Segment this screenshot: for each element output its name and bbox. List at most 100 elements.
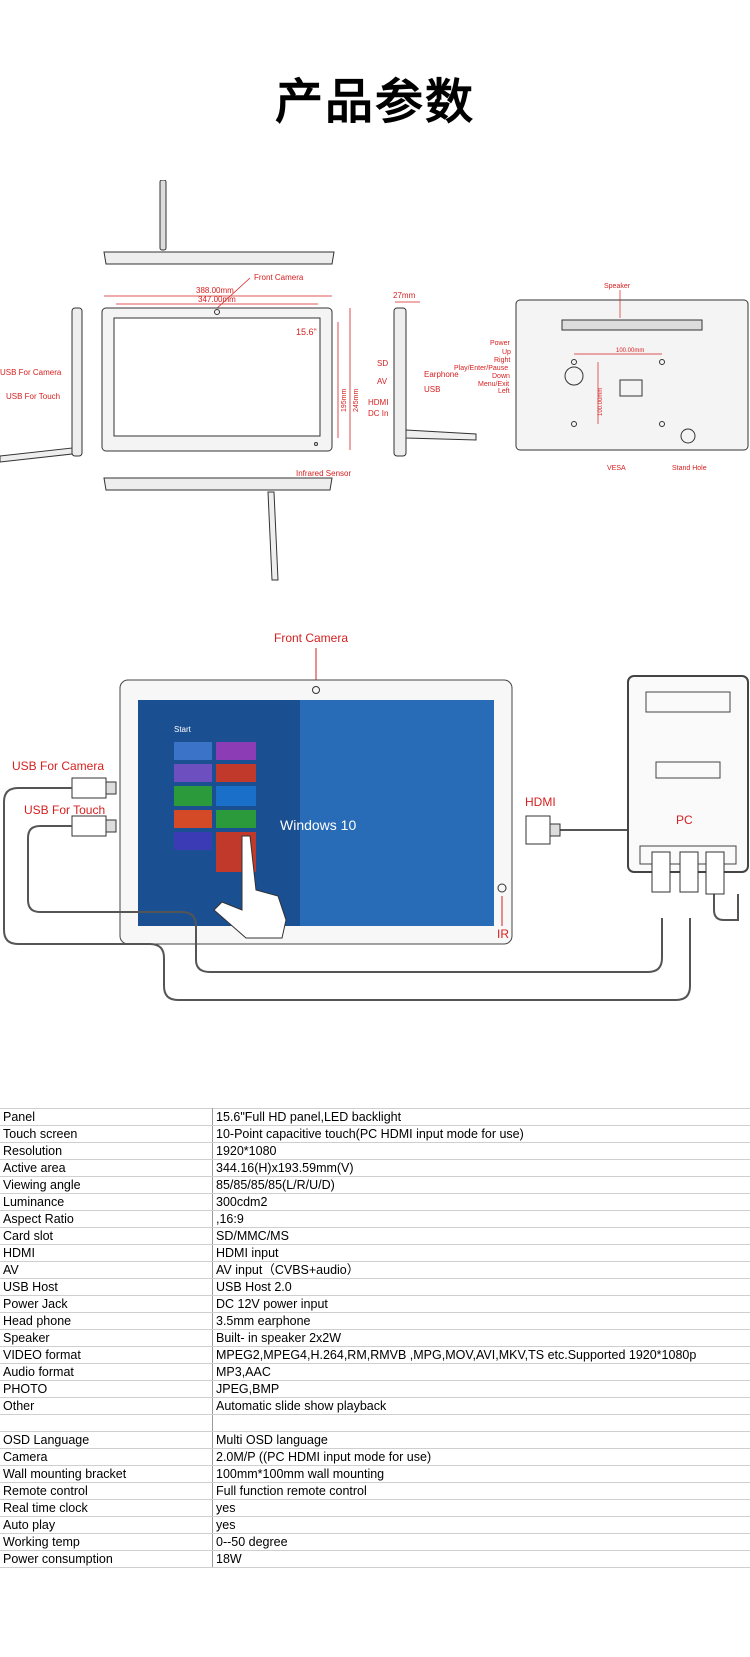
spec-value: AV input（CVBS+audio） bbox=[212, 1261, 750, 1279]
spec-key: Real time clock bbox=[0, 1499, 213, 1517]
spec-key: AV bbox=[0, 1261, 213, 1279]
vesa-height-label: 100.00mm bbox=[598, 388, 604, 416]
ir-sensor bbox=[497, 883, 507, 893]
spec-key: Other bbox=[0, 1397, 213, 1415]
power-label: Power bbox=[490, 340, 511, 347]
spec-value: DC 12V power input bbox=[212, 1295, 750, 1313]
hdmi-callout: HDMI bbox=[525, 795, 556, 809]
spec-value: USB Host 2.0 bbox=[212, 1278, 750, 1296]
height-inner-label: 195mm bbox=[341, 388, 348, 412]
spec-value: 85/85/85/85(L/R/U/D) bbox=[212, 1176, 750, 1194]
spec-key: Head phone bbox=[0, 1312, 213, 1330]
right-label: Right bbox=[494, 357, 510, 364]
spec-value: 300cdm2 bbox=[212, 1193, 750, 1211]
usb-touch-callout: USB For Touch bbox=[24, 803, 105, 817]
hand-icon bbox=[213, 835, 287, 939]
spec-key: Remote control bbox=[0, 1482, 213, 1500]
usb-touch-label: USB For Touch bbox=[6, 392, 60, 401]
usb-camera-plug bbox=[71, 777, 117, 799]
usb-camera-callout: USB For Camera bbox=[12, 759, 104, 773]
top-view bbox=[103, 180, 335, 265]
usb-camera-label: USB For Camera bbox=[0, 368, 62, 377]
windows-label: Windows 10 bbox=[280, 817, 356, 833]
spec-value: Automatic slide show playback bbox=[212, 1397, 750, 1415]
spec-value: 10-Point capacitive touch(PC HDMI input … bbox=[212, 1125, 750, 1143]
spec-key: Power consumption bbox=[0, 1550, 213, 1568]
spec-key: Auto play bbox=[0, 1516, 213, 1534]
usb-label: USB bbox=[424, 385, 440, 394]
vesa-width-label: 100.00mm bbox=[616, 348, 644, 354]
spec-value: yes bbox=[212, 1516, 750, 1534]
spec-value bbox=[212, 1414, 750, 1432]
spec-key bbox=[0, 1414, 213, 1432]
spec-key: Working temp bbox=[0, 1533, 213, 1551]
hdmi-plug bbox=[525, 815, 551, 845]
spec-key: Audio format bbox=[0, 1363, 213, 1381]
spec-key: Power Jack bbox=[0, 1295, 213, 1313]
spec-key: Active area bbox=[0, 1159, 213, 1177]
down-label: Down bbox=[492, 373, 510, 380]
spec-row bbox=[0, 1414, 750, 1432]
infrared-sensor-label: Infrared Sensor bbox=[296, 469, 351, 478]
spec-key: OSD Language bbox=[0, 1431, 213, 1449]
spec-key: Camera bbox=[0, 1448, 213, 1466]
spec-value: 100mm*100mm wall mounting bbox=[212, 1465, 750, 1483]
spec-key: HDMI bbox=[0, 1244, 213, 1262]
spec-value: HDMI input bbox=[212, 1244, 750, 1262]
pc-label: PC bbox=[676, 813, 693, 827]
spec-value: 0--50 degree bbox=[212, 1533, 750, 1551]
back-view bbox=[515, 299, 749, 451]
spec-value: 1920*1080 bbox=[212, 1142, 750, 1160]
spec-value: SD/MMC/MS bbox=[212, 1227, 750, 1245]
spec-key: Panel bbox=[0, 1108, 213, 1126]
spec-value: yes bbox=[212, 1499, 750, 1517]
play-enter-pause-label: Play/Enter/Pause bbox=[454, 365, 508, 372]
left-label: Left bbox=[498, 388, 510, 395]
spec-value: 344.16(H)x193.59mm(V) bbox=[212, 1159, 750, 1177]
earphone-label: Earphone bbox=[424, 370, 459, 379]
spec-value: ,16:9 bbox=[212, 1210, 750, 1228]
spec-value: Multi OSD language bbox=[212, 1431, 750, 1449]
bottom-view bbox=[103, 477, 333, 581]
spec-key: Viewing angle bbox=[0, 1176, 213, 1194]
front-view bbox=[101, 307, 333, 452]
depth-label: 27mm bbox=[393, 291, 416, 300]
ir-label: IR bbox=[497, 927, 509, 941]
spec-value: 2.0M/P ((PC HDMI input mode for use) bbox=[212, 1448, 750, 1466]
page-title: 产品参数 bbox=[274, 74, 475, 130]
spec-value: 15.6"Full HD panel,LED backlight bbox=[212, 1108, 750, 1126]
spec-key: Luminance bbox=[0, 1193, 213, 1211]
vesa-label: VESA bbox=[607, 465, 626, 472]
spec-key: PHOTO bbox=[0, 1380, 213, 1398]
width-inner-label: 347.00mm bbox=[198, 295, 236, 304]
spec-value: MPEG2,MPEG4,H.264,RM,RMVB ,MPG,MOV,AVI,M… bbox=[212, 1346, 750, 1364]
spec-value: 3.5mm earphone bbox=[212, 1312, 750, 1330]
start-label: Start bbox=[174, 725, 192, 734]
av-label: AV bbox=[377, 377, 388, 386]
pc-ports bbox=[651, 851, 725, 895]
usb-touch-plug bbox=[71, 815, 117, 837]
front-camera bbox=[312, 686, 320, 694]
spec-value: JPEG,BMP bbox=[212, 1380, 750, 1398]
start-tiles bbox=[174, 742, 256, 872]
height-outer-label: 245mm bbox=[353, 388, 360, 412]
spec-value: 18W bbox=[212, 1550, 750, 1568]
